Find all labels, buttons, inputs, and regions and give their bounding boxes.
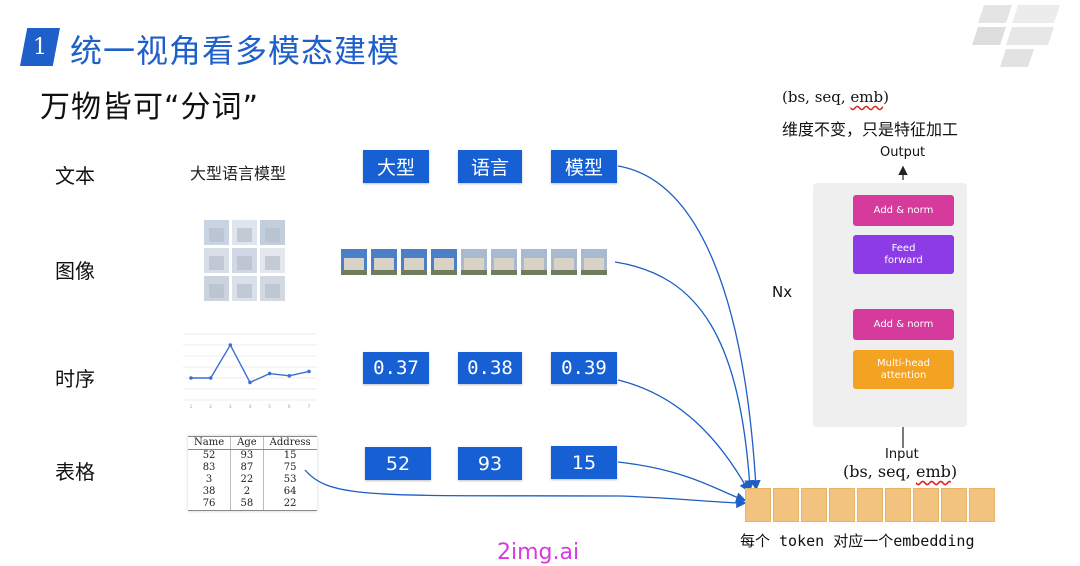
timeseries-token-1: 0.37: [363, 352, 429, 384]
input-label: Input: [885, 447, 919, 462]
text-token-1: 大型: [363, 150, 429, 183]
input-shape: (bs, seq, emb): [843, 462, 958, 481]
embedding-vector: [941, 488, 967, 522]
image-grid-building: [209, 256, 224, 270]
image-grid-building: [209, 284, 224, 298]
chart-point: [208, 376, 213, 380]
image-grid-building: [265, 284, 280, 298]
chart-xtick: 3: [229, 404, 232, 409]
chart-point: [248, 380, 252, 385]
watermark: 2img.ai: [497, 540, 580, 565]
text-token-2: 语言: [458, 150, 522, 183]
embedding-vector: [829, 488, 855, 522]
row-label-timeseries: 时序: [55, 367, 95, 391]
slide-subtitle: 万物皆可“分词”: [40, 90, 260, 125]
embedding-vector: [913, 488, 939, 522]
image-patch-ground: [461, 270, 487, 275]
table-header-address: Address: [262, 436, 317, 450]
embedding-vector: [969, 488, 995, 522]
table-token-2: 93: [458, 447, 522, 480]
timeseries-mini-chart: 1 2 3 4 5 6 7: [183, 333, 317, 409]
chart-point: [228, 343, 233, 347]
chart-point: [267, 371, 272, 376]
image-patch-ground: [431, 270, 457, 275]
chart-point: [189, 376, 193, 380]
image-patch-ground: [401, 270, 427, 275]
corner-logo-icon: [972, 5, 1060, 67]
embedding-vector: [801, 488, 827, 522]
chart-point: [287, 374, 292, 378]
image-grid-building: [237, 256, 252, 270]
embedding-vector: [857, 488, 883, 522]
image-patch-strip: [341, 249, 607, 275]
image-patch-ground: [491, 270, 517, 275]
table-header-name: Name: [188, 436, 231, 450]
image-patch-ground: [551, 270, 577, 275]
slide-title: 统一视角看多模态建模: [70, 32, 401, 70]
embedding-row: [745, 488, 995, 522]
row-label-image: 图像: [55, 259, 95, 283]
chart-point: [307, 369, 311, 374]
multi-head-attention-block: Multi-head attention: [853, 350, 954, 389]
image-patch-ground: [371, 270, 397, 275]
text-sample: 大型语言模型: [190, 164, 287, 183]
section-number-badge: 1: [20, 28, 60, 66]
table-header-age: Age: [230, 436, 264, 450]
add-norm-top-block: Add & norm: [853, 195, 954, 226]
chart-xtick: 1: [190, 404, 193, 409]
timeseries-token-3: 0.39: [551, 352, 617, 384]
embedding-vector: [745, 488, 771, 522]
image-patch-ground: [581, 270, 607, 275]
row-label-text: 文本: [55, 164, 95, 188]
chart-xtick: 7: [308, 404, 311, 409]
image-grid-building: [265, 256, 280, 270]
image-grid-building: [237, 228, 252, 242]
source-image-grid: [204, 220, 285, 301]
feed-forward-block: Feed forward: [853, 235, 954, 274]
timeseries-token-2: 0.38: [458, 352, 522, 384]
output-label: Output: [880, 145, 926, 160]
repeat-label: Nx: [772, 283, 793, 301]
embedding-footer-note: 每个 token 对应一个embedding: [740, 532, 975, 550]
table-token-1: 52: [365, 447, 431, 480]
chart-xtick: 2: [209, 404, 212, 409]
add-norm-bottom-block: Add & norm: [853, 309, 954, 340]
chart-xtick: 4: [249, 404, 252, 409]
image-patch-ground: [521, 270, 547, 275]
table-token-3: 15: [551, 446, 617, 479]
image-patch-ground: [341, 270, 367, 275]
image-grid-building: [209, 228, 224, 242]
output-shape: (bs, seq, emb): [782, 88, 889, 106]
chart-xtick: 5: [268, 404, 271, 409]
dimension-note: 维度不变，只是特征加工: [782, 120, 959, 139]
embedding-vector: [885, 488, 911, 522]
row-label-table: 表格: [55, 460, 95, 484]
image-grid-building: [265, 228, 280, 242]
text-token-3: 模型: [551, 150, 617, 183]
chart-xtick: 6: [288, 404, 291, 409]
embedding-vector: [773, 488, 799, 522]
image-grid-building: [237, 284, 252, 298]
